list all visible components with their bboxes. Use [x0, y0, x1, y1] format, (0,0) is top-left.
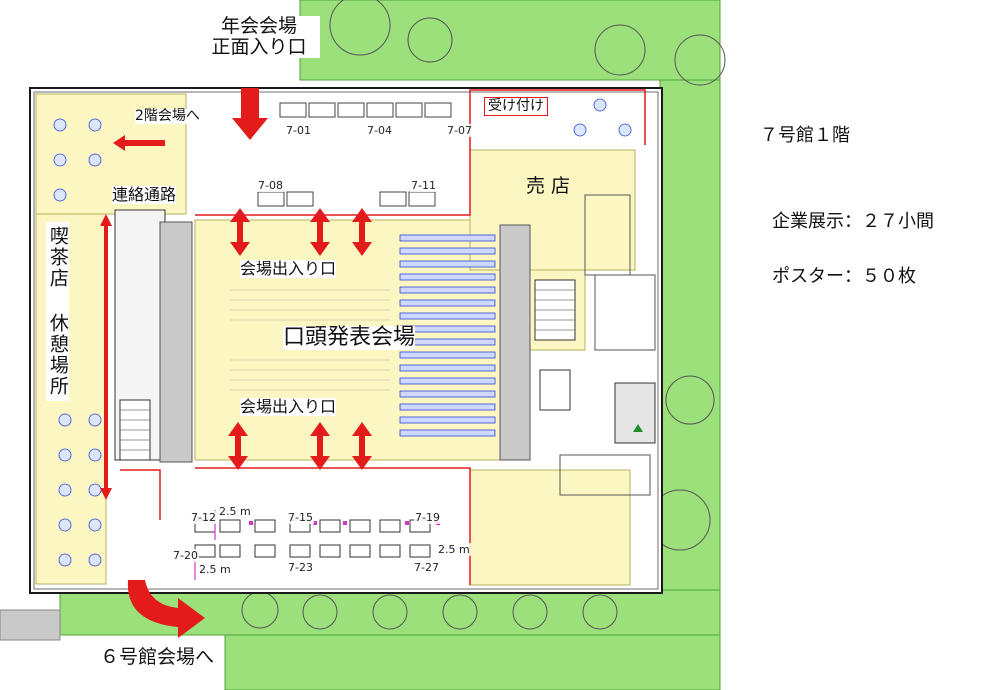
reception-label: 受け付け — [484, 97, 548, 117]
booth-7-20: 7-20 — [172, 549, 199, 562]
corridor-arrow — [100, 214, 112, 500]
lecture-seats — [399, 234, 496, 437]
shop-label: 売 店 — [526, 175, 571, 197]
dimension-label-right: 2.5 m — [437, 543, 471, 556]
main-entrance-label: 年会会場 正面入り口 — [198, 16, 320, 58]
cafe-tables — [53, 98, 632, 567]
booth-7-19: 7-19 — [414, 511, 441, 524]
hall-wall-left — [159, 221, 193, 463]
hall-door-arrow-bottom-2 — [310, 422, 330, 470]
hall-wall-right — [499, 224, 531, 461]
green-triangle-icon — [633, 424, 643, 432]
booth-7-15: 7-15 — [287, 511, 314, 524]
red-arrows — [100, 88, 372, 638]
second-floor-label: 2階会場へ — [135, 108, 200, 125]
hall-door-arrow-top-2 — [310, 208, 330, 256]
oral-hall-label: 口頭発表会場 — [283, 325, 416, 351]
booth-7-07: 7-07 — [446, 124, 473, 137]
building6-arrow — [127, 580, 205, 638]
exhibit-count: 企業展示：２７小間 — [772, 211, 934, 232]
lower-exhibit-tables — [194, 519, 431, 558]
hall-door-arrow-bottom-1 — [228, 422, 248, 470]
trees — [241, 0, 726, 630]
booth-7-01: 7-01 — [285, 124, 312, 137]
booth-7-08: 7-08 — [257, 179, 284, 192]
upper-exhibit-boxes — [257, 102, 452, 207]
booth-7-23: 7-23 — [287, 561, 314, 574]
hall-door-arrow-top-3 — [352, 208, 372, 256]
hall-door-arrow-top-1 — [230, 208, 250, 256]
booth-7-11: 7-11 — [410, 179, 437, 192]
hall-seating-grid — [230, 289, 390, 391]
second-floor-arrow — [113, 135, 165, 151]
dimension-label-left-top: 2.5 m — [218, 505, 252, 518]
corridor-label: 連絡通路 — [112, 185, 177, 204]
hall-entrance-top-label: 会場出入り口 — [240, 259, 337, 278]
building6-label: ６号館会場へ — [100, 646, 215, 668]
landscape-green-areas — [0, 0, 721, 690]
hall-entrance-bottom-label: 会場出入り口 — [240, 397, 337, 416]
entrance-arrow — [232, 88, 268, 140]
right-rooms — [559, 194, 656, 496]
booth-7-12: 7-12 — [190, 511, 217, 524]
poster-count: ポスター：５０枚 — [772, 266, 916, 287]
cafe-rest-label: 喫茶店 休憩場所 — [46, 222, 69, 401]
hall-door-arrow-bottom-3 — [352, 422, 372, 470]
building-floor-title: ７号館１階 — [760, 125, 850, 146]
booth-7-27: 7-27 — [413, 561, 440, 574]
booth-7-04: 7-04 — [366, 124, 393, 137]
dimension-label-left-bottom: 2.5 m — [198, 563, 232, 576]
